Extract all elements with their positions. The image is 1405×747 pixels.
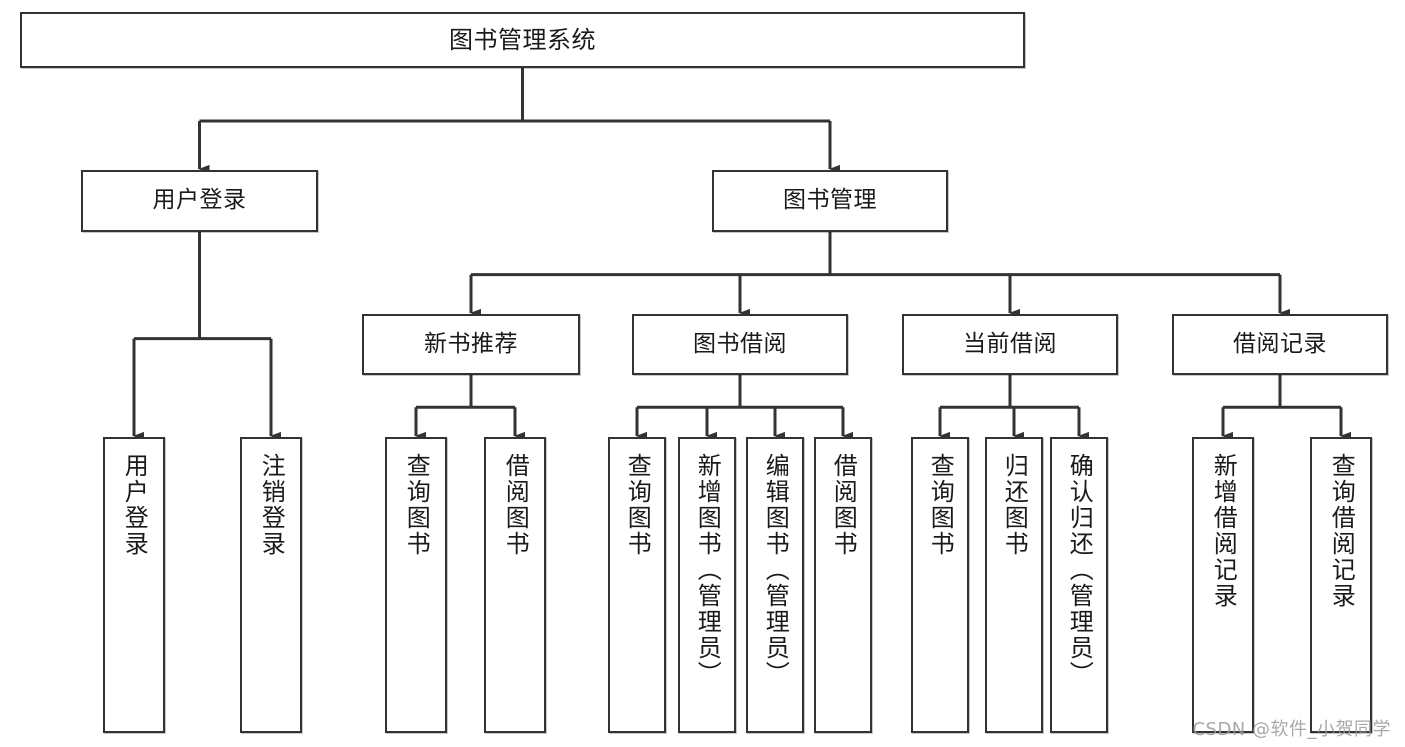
node-label: 借阅记录 [1233,330,1327,357]
node-login[interactable]: 用户登录 [81,170,318,232]
node-leaf-nb-borrow[interactable]: 借阅图书 [484,437,546,733]
node-label: 借阅图书 [829,453,858,557]
node-label: 注销登录 [257,453,286,557]
node-label: 查询图书 [926,453,955,557]
node-leaf-re-add[interactable]: 新增借阅记录 [1192,437,1254,733]
node-label: 用户登录 [120,453,149,557]
node-newbook[interactable]: 新书推荐 [362,314,580,375]
node-label: 归还图书 [1000,453,1029,557]
node-label: 用户登录 [152,187,247,214]
node-current[interactable]: 当前借阅 [902,314,1118,375]
node-leaf-nb-query[interactable]: 查询图书 [385,437,447,733]
node-label: 图书管理 [783,187,877,214]
node-leaf-bo-edit[interactable]: 编辑图书（管理员） [746,437,804,733]
node-label: 查询图书 [623,453,652,557]
node-leaf-bo-query[interactable]: 查询图书 [608,437,666,733]
node-label: 借阅图书 [501,453,530,557]
node-leaf-re-query[interactable]: 查询借阅记录 [1310,437,1372,733]
node-label: 当前借阅 [963,330,1057,357]
node-leaf-cu-confirm[interactable]: 确认归还（管理员） [1050,437,1108,733]
node-label: 图书管理系统 [449,25,596,54]
node-label: 图书借阅 [693,330,787,357]
node-leaf-user-login[interactable]: 用户登录 [103,437,165,733]
node-label: 新增借阅记录 [1209,453,1238,609]
node-borrow[interactable]: 图书借阅 [632,314,848,375]
node-label: 查询图书 [402,453,431,557]
node-label: 编辑图书（管理员） [761,453,790,687]
node-label: 新书推荐 [424,330,518,357]
node-root[interactable]: 图书管理系统 [20,12,1025,68]
connector-lines [132,68,1351,441]
node-label: 确认归还（管理员） [1065,453,1094,687]
node-label: 查询借阅记录 [1327,453,1356,609]
watermark-label: CSDN @软件_小贺同学 [1192,719,1391,740]
node-leaf-bo-add[interactable]: 新增图书（管理员） [678,437,736,733]
node-leaf-user-logout[interactable]: 注销登录 [240,437,302,733]
node-leaf-cu-return[interactable]: 归还图书 [985,437,1043,733]
node-label: 新增图书（管理员） [693,453,722,687]
node-records[interactable]: 借阅记录 [1172,314,1388,375]
node-bookmgmt[interactable]: 图书管理 [712,170,948,232]
node-leaf-bo-lend[interactable]: 借阅图书 [814,437,872,733]
node-leaf-cu-query[interactable]: 查询图书 [911,437,969,733]
